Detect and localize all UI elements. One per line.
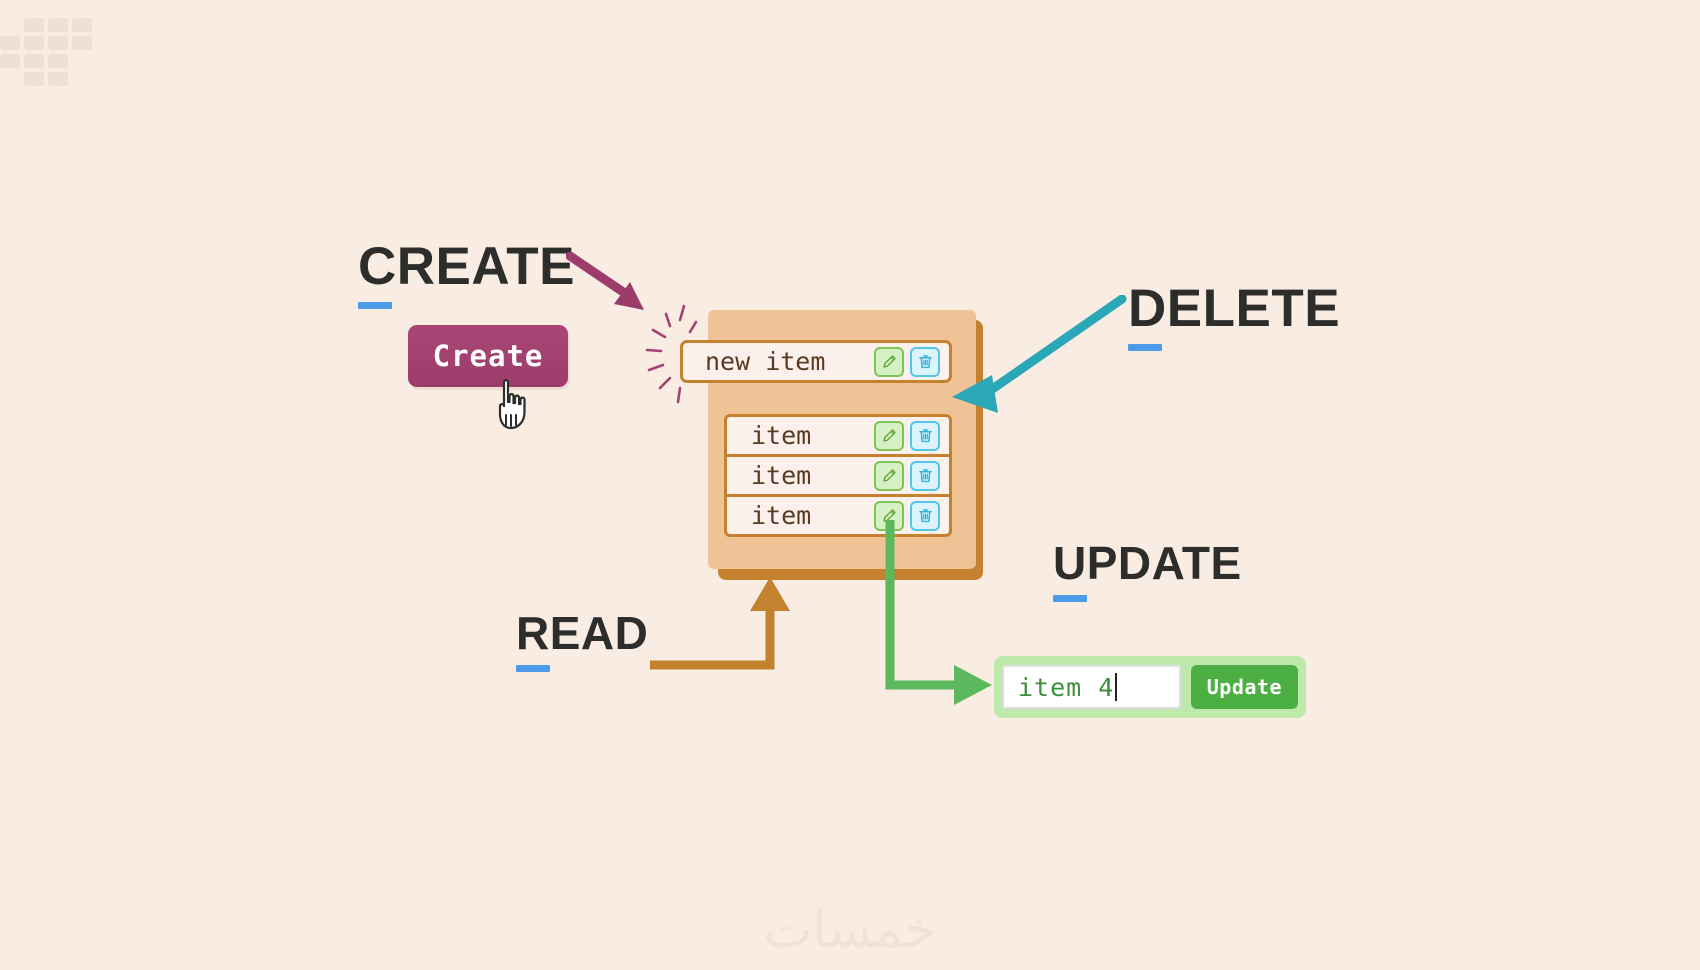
row-actions [874, 460, 949, 491]
sparkle-burst-icon [645, 304, 698, 404]
trash-icon[interactable] [910, 420, 940, 451]
label-read-underline [516, 665, 550, 672]
row-actions [874, 500, 949, 531]
pixel-blocks-logo [0, 18, 100, 86]
list-row-item[interactable]: item [724, 494, 952, 537]
pencil-icon[interactable] [874, 500, 904, 531]
label-update: UPDATE [1053, 540, 1242, 602]
label-delete-text: DELETE [1128, 279, 1341, 338]
trash-icon[interactable] [910, 500, 940, 531]
label-update-text: UPDATE [1053, 537, 1242, 589]
row-actions [874, 420, 949, 451]
hand-pointer-icon [498, 379, 526, 430]
list-row-item[interactable]: item [724, 414, 952, 457]
label-create: CREATE [358, 240, 575, 309]
label-create-text: CREATE [358, 237, 575, 296]
row-actions [874, 346, 949, 377]
list-row-item[interactable]: item [724, 454, 952, 497]
list-row-label: item [751, 421, 812, 450]
label-delete: DELETE [1128, 282, 1340, 351]
list-row-label: item [751, 501, 812, 530]
update-button[interactable]: Update [1190, 665, 1298, 709]
pencil-icon[interactable] [874, 346, 904, 377]
list-row-new-item[interactable]: new item [680, 340, 952, 383]
label-delete-underline [1128, 344, 1162, 351]
label-create-underline [358, 302, 392, 309]
trash-icon[interactable] [910, 346, 940, 377]
label-read-text: READ [516, 607, 649, 659]
create-button-label: Create [432, 339, 544, 373]
list-row-label: new item [705, 347, 826, 376]
create-button[interactable]: Create [408, 325, 568, 387]
pencil-icon[interactable] [874, 460, 904, 491]
update-panel: item 4 Update [994, 656, 1306, 718]
arrow-read [650, 577, 790, 670]
watermark: خمسات [763, 900, 937, 960]
update-input[interactable]: item 4 [1002, 665, 1181, 709]
update-input-value: item 4 [1018, 672, 1115, 702]
pencil-icon[interactable] [874, 420, 904, 451]
update-button-label: Update [1206, 675, 1282, 699]
trash-icon[interactable] [910, 460, 940, 491]
list-row-label: item [751, 461, 812, 490]
text-caret [1115, 673, 1118, 701]
list-rows-group: item item [724, 414, 952, 537]
label-update-underline [1053, 595, 1087, 602]
label-read: READ [516, 610, 648, 672]
